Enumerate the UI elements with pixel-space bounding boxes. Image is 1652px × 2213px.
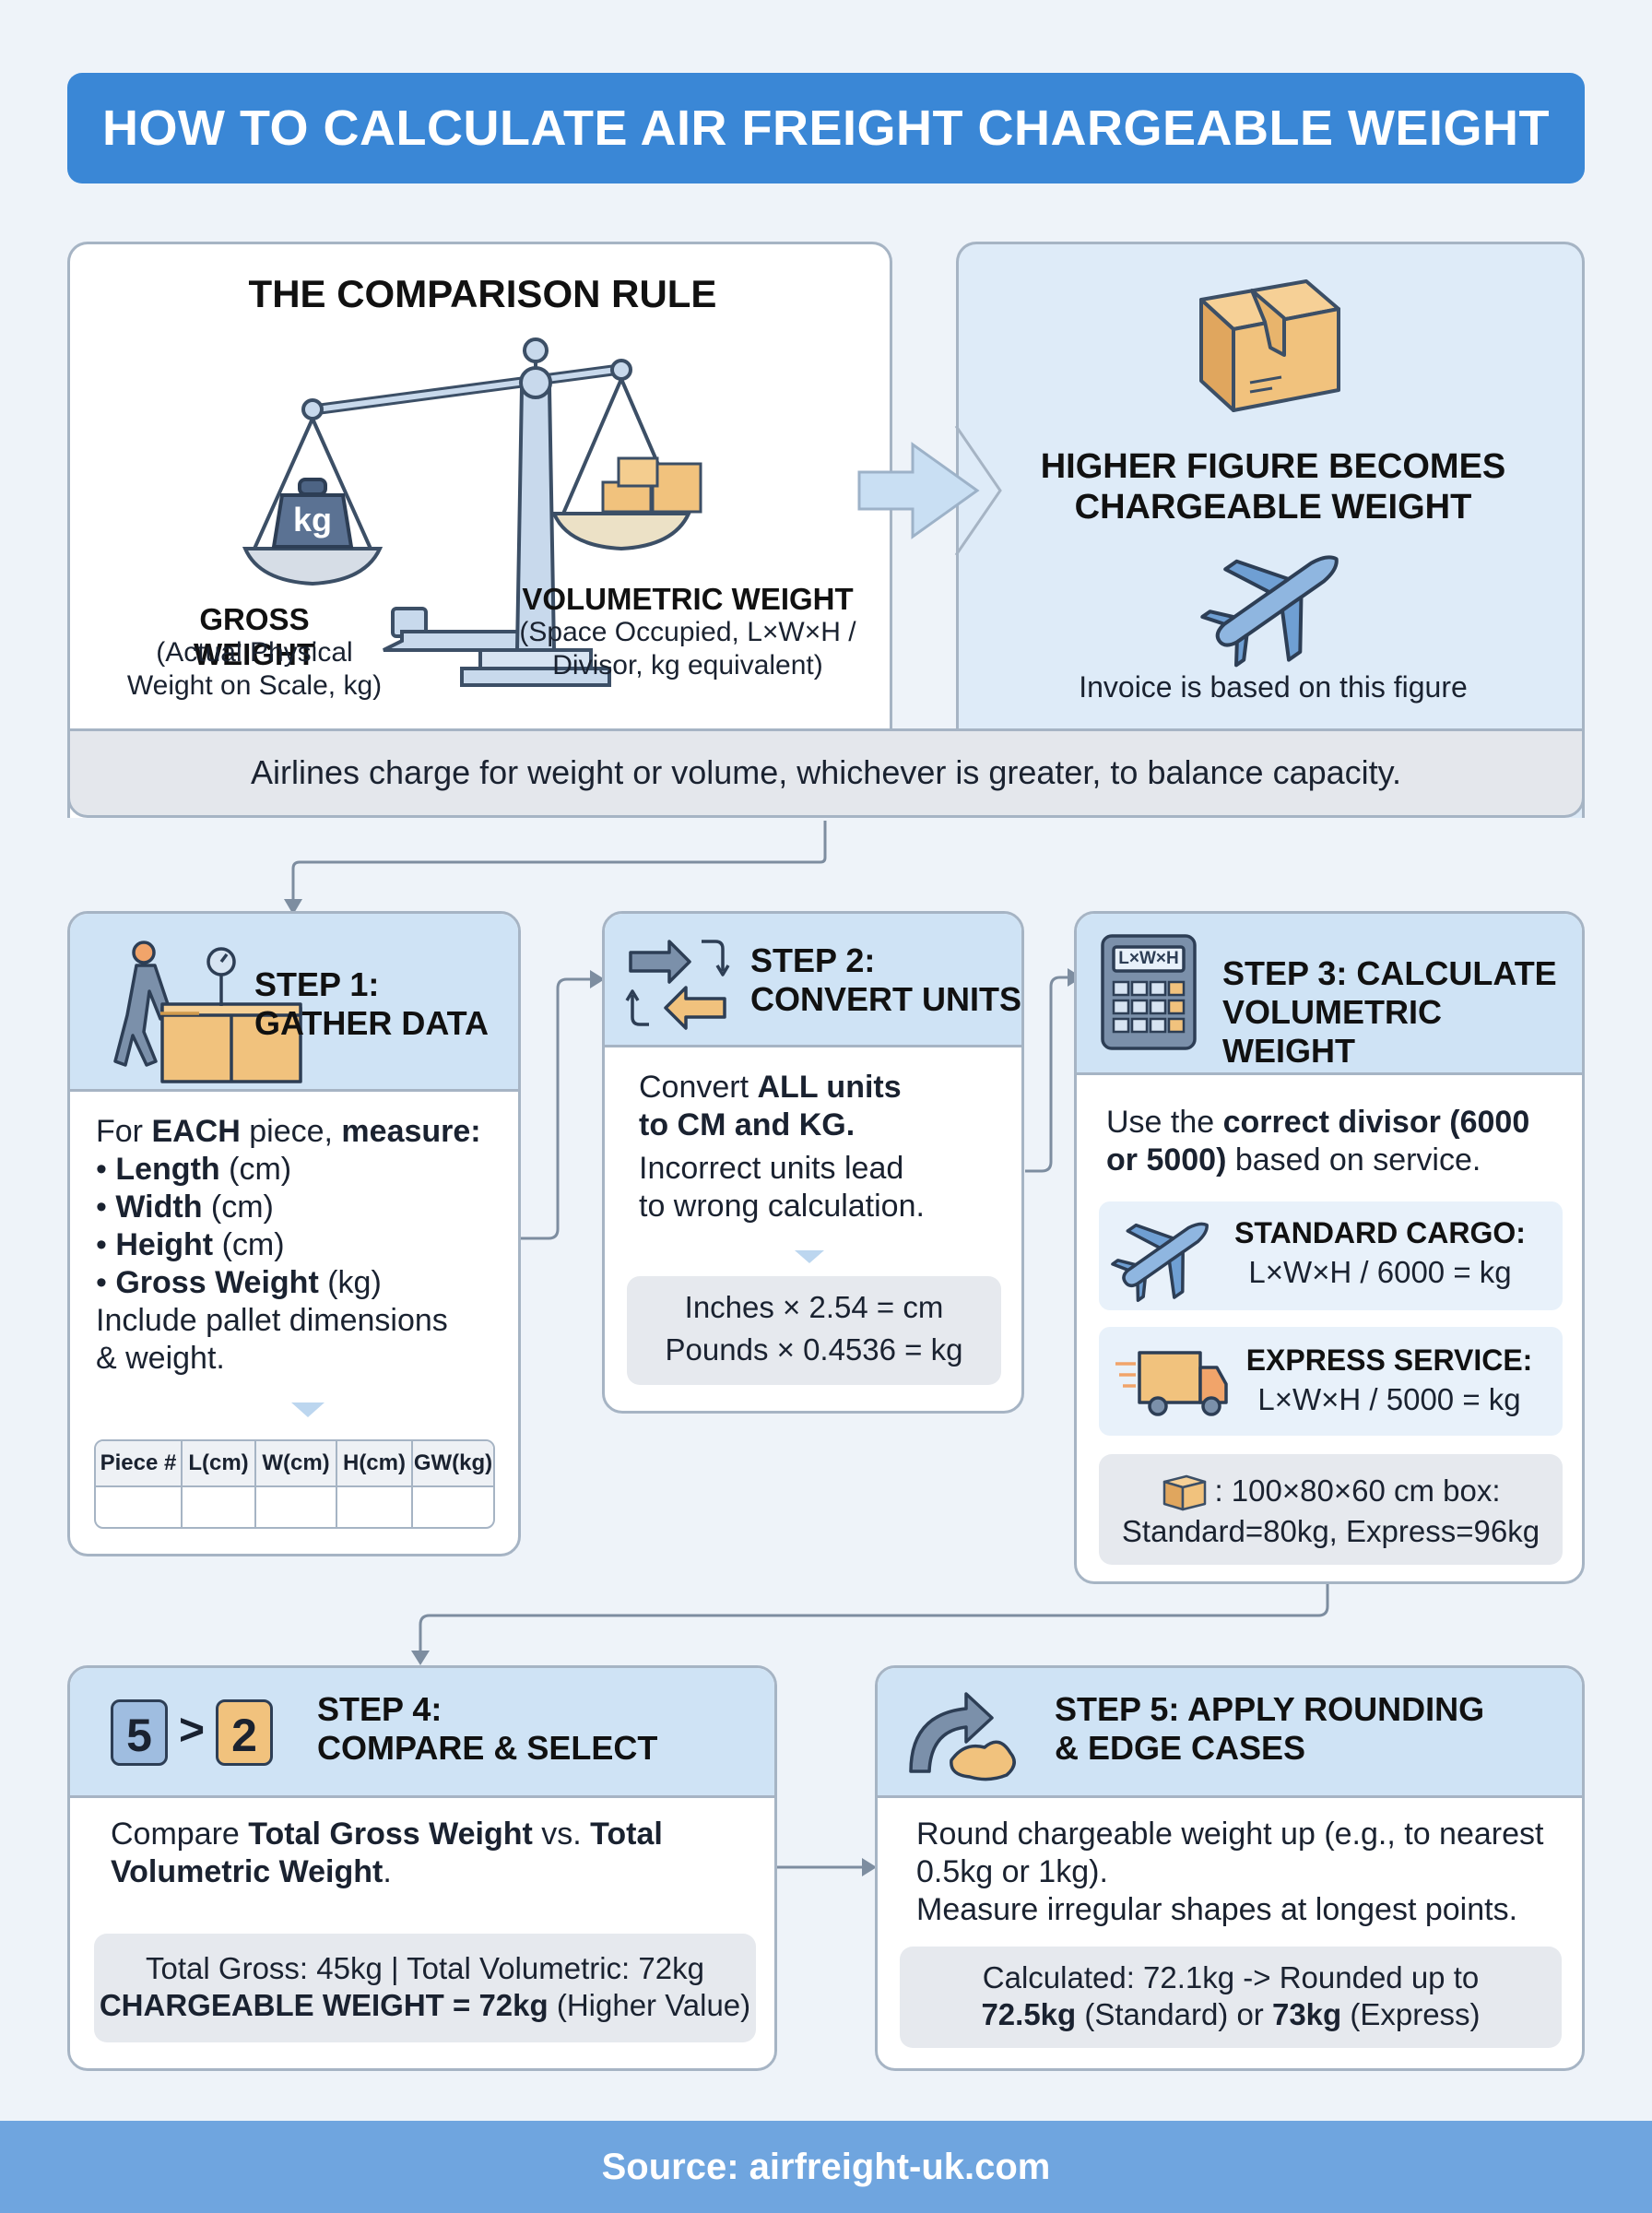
volumetric-example: : 100×80×60 cm box: Standard=80kg, Expre… bbox=[1099, 1454, 1563, 1565]
airplane-icon bbox=[1200, 555, 1339, 668]
step2-line-3: Incorrect units lead bbox=[639, 1151, 904, 1186]
conversion-formulas: Inches × 2.54 = cm Pounds × 0.4536 = kg bbox=[627, 1276, 1001, 1385]
result-card: HIGHER FIGURE BECOMES CHARGEABLE WEIGHT … bbox=[956, 242, 1585, 818]
standard-cargo-formula: L×W×H / 6000 = kg bbox=[1248, 1255, 1512, 1289]
measuring-worker-icon bbox=[113, 941, 302, 1083]
example-line-1: : 100×80×60 cm box: bbox=[1214, 1473, 1501, 1508]
express-service-box: EXPRESS SERVICE: L×W×H / 5000 = kg bbox=[1099, 1327, 1563, 1436]
express-service-label: EXPRESS SERVICE: bbox=[1245, 1343, 1533, 1377]
table-header-width: W(cm) bbox=[256, 1441, 337, 1485]
example-line-2: Standard=80kg, Express=96kg bbox=[1121, 1514, 1540, 1548]
step1-intro: For EACH piece, measure: bbox=[96, 1114, 481, 1149]
down-caret-icon bbox=[291, 1402, 324, 1417]
table-header-gross: GW(kg) bbox=[413, 1450, 493, 1475]
result-line-2: CHARGEABLE WEIGHT bbox=[1074, 488, 1472, 527]
step5-line-1: Round chargeable weight up (e.g., to nea… bbox=[916, 1817, 1544, 1852]
step3-line-1: Use the correct divisor (6000 bbox=[1106, 1105, 1530, 1140]
step4-title: STEP 4: COMPARE & SELECT bbox=[317, 1690, 658, 1767]
step5-line-2: 0.5kg or 1kg). bbox=[916, 1854, 1108, 1889]
comparison-footer-text: Airlines charge for weight or volume, wh… bbox=[251, 753, 1401, 791]
volumetric-weight-desc-1: (Space Occupied, L×W×H / bbox=[519, 617, 856, 647]
table-row bbox=[96, 1487, 493, 1527]
airplane-icon bbox=[1111, 1222, 1209, 1302]
standard-cargo-box: STANDARD CARGO: L×W×H / 6000 = kg bbox=[1099, 1201, 1563, 1310]
step5-card: STEP 5: APPLY ROUNDING & EDGE CASES Roun… bbox=[875, 1665, 1585, 2071]
table-header-piece: Piece # bbox=[96, 1441, 183, 1485]
step2-title: STEP 2: CONVERT UNITS bbox=[750, 941, 1022, 1018]
step5-title: STEP 5: APPLY ROUNDING & EDGE CASES bbox=[1055, 1690, 1485, 1767]
calculated-line: Calculated: 72.1kg -> Rounded up to bbox=[982, 1960, 1480, 1994]
chargeable-weight-example: Total Gross: 45kg | Total Volumetric: 72… bbox=[94, 1934, 756, 2042]
step5-line-3: Measure irregular shapes at longest poin… bbox=[916, 1892, 1518, 1927]
rounded-line: 72.5kg (Standard) or 73kg (Express) bbox=[981, 1997, 1481, 2031]
step1-note-2: & weight. bbox=[96, 1341, 225, 1376]
chargeable-weight-line: CHARGEABLE WEIGHT = 72kg (Higher Value) bbox=[99, 1988, 751, 2022]
step1-title: STEP 1: GATHER DATA bbox=[254, 965, 489, 1042]
step1-item-gross: • Gross Weight (kg) bbox=[96, 1265, 382, 1300]
source-footer: Source: airfreight-uk.com bbox=[0, 2121, 1652, 2213]
weight-badge: kg bbox=[292, 501, 332, 538]
step3-card: L×W×H STEP 3: CALCULATE VOLUMETRIC WEIGH… bbox=[1074, 911, 1585, 1584]
step1-item-width: • Width (cm) bbox=[96, 1189, 274, 1225]
step4-header bbox=[70, 1668, 774, 1798]
totals-line: Total Gross: 45kg | Total Volumetric: 72… bbox=[146, 1951, 704, 1985]
delivery-truck-icon bbox=[1115, 1351, 1228, 1416]
step4-line-2: Volumetric Weight. bbox=[111, 1854, 392, 1889]
step4-card: 5 > 2 STEP 4: COMPARE & SELECT Compare T… bbox=[67, 1665, 777, 2071]
convert-arrows-icon bbox=[625, 940, 730, 1030]
step2-card: STEP 2: CONVERT UNITS Convert ALL units … bbox=[602, 911, 1024, 1414]
box-icon bbox=[1163, 1474, 1207, 1511]
step1-note-1: Include pallet dimensions bbox=[96, 1303, 448, 1338]
volumetric-weight-desc-2: Divisor, kg equivalent) bbox=[552, 650, 823, 680]
gross-weight-desc-1: (Actual Physical bbox=[156, 637, 353, 668]
gross-weight-label: GROSS WEIGHT bbox=[194, 602, 315, 671]
package-box-icon bbox=[1199, 279, 1340, 412]
step2-header bbox=[605, 914, 1021, 1047]
source-link[interactable]: Source: airfreight-uk.com bbox=[601, 2147, 1051, 2187]
step3-title: STEP 3: CALCULATE VOLUMETRIC WEIGHT bbox=[1222, 954, 1557, 1070]
express-service-formula: L×W×H / 5000 = kg bbox=[1257, 1382, 1521, 1416]
step3-line-2: or 5000) based on service. bbox=[1106, 1142, 1481, 1178]
step2-line-4: to wrong calculation. bbox=[639, 1189, 925, 1224]
measurement-table: Piece # L(cm) W(cm) H(cm) GW(kg) bbox=[94, 1439, 495, 1529]
comparison-rule-card: THE COMPARISON RULE bbox=[67, 242, 892, 818]
gross-weight-desc-2: Weight on Scale, kg) bbox=[126, 670, 383, 701]
comparison-heading: THE COMPARISON RULE bbox=[248, 272, 717, 315]
rounding-arrow-icon bbox=[909, 1692, 1016, 1781]
step2-line-2: to CM and KG. bbox=[639, 1107, 856, 1142]
calculator-label: L×W×H bbox=[1118, 949, 1179, 968]
comparison-footer: Airlines charge for weight or volume, wh… bbox=[67, 728, 1585, 818]
down-caret-icon bbox=[795, 1250, 824, 1263]
volumetric-weight-label: VOLUMETRIC WEIGHT bbox=[522, 582, 854, 616]
step1-item-height: • Height (cm) bbox=[96, 1227, 285, 1262]
rounding-example: Calculated: 72.1kg -> Rounded up to 72.5… bbox=[900, 1947, 1562, 2048]
page-title: HOW TO CALCULATE AIR FREIGHT CHARGEABLE … bbox=[67, 73, 1585, 183]
number-five-badge: 5 bbox=[111, 1699, 168, 1766]
result-line-1: HIGHER FIGURE BECOMES bbox=[1040, 447, 1506, 486]
table-header-height: H(cm) bbox=[337, 1441, 413, 1485]
formula-inches: Inches × 2.54 = cm bbox=[684, 1290, 944, 1324]
number-two-badge: 2 bbox=[216, 1699, 273, 1766]
balance-scale-icon bbox=[242, 337, 702, 687]
step4-line-1: Compare Total Gross Weight vs. Total bbox=[111, 1817, 663, 1852]
step1-item-length: • Length (cm) bbox=[96, 1152, 292, 1187]
greater-than-symbol: > bbox=[178, 1706, 206, 1755]
step1-card: STEP 1: GATHER DATA For EACH piece, meas… bbox=[67, 911, 521, 1556]
step2-line-1: Convert ALL units bbox=[639, 1070, 902, 1105]
invoice-note: Invoice is based on this figure bbox=[1079, 670, 1468, 704]
table-header-length: L(cm) bbox=[183, 1441, 256, 1485]
formula-pounds: Pounds × 0.4536 = kg bbox=[665, 1332, 963, 1367]
standard-cargo-label: STANDARD CARGO: bbox=[1234, 1216, 1526, 1249]
calculator-icon bbox=[1101, 934, 1197, 1050]
